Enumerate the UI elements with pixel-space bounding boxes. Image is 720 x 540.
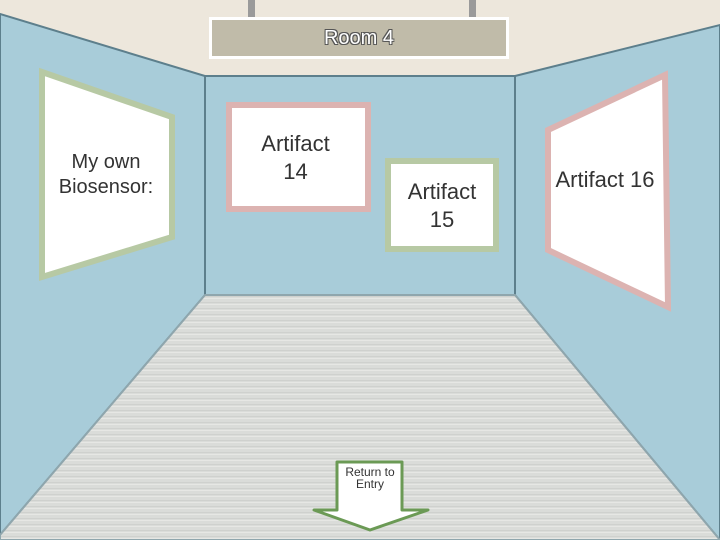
floor [0, 294, 720, 540]
exhibit-label-artifact-14: Artifact 14 [261, 131, 330, 184]
return-to-entry-button[interactable]: Return to Entry [345, 465, 395, 491]
exhibit-frame-artifact-14[interactable] [226, 102, 371, 212]
exhibit-frame-left[interactable] [39, 67, 175, 282]
room-title-banner: Room 4 [209, 17, 509, 59]
ceiling-pole-right [469, 0, 476, 18]
exhibit-label-artifact-16: Artifact 16 [555, 167, 655, 192]
exhibit-frame-artifact-15[interactable] [385, 158, 499, 252]
exhibit-frame-artifact-16[interactable] [545, 70, 672, 312]
room-title: Room 4 [323, 26, 395, 49]
return-arrow-icon[interactable] [312, 460, 430, 532]
exhibit-label-artifact-15: Artifact 15 [407, 179, 477, 232]
ceiling-pole-left [248, 0, 255, 18]
exhibit-label-left: My own Biosensor: [58, 151, 154, 198]
